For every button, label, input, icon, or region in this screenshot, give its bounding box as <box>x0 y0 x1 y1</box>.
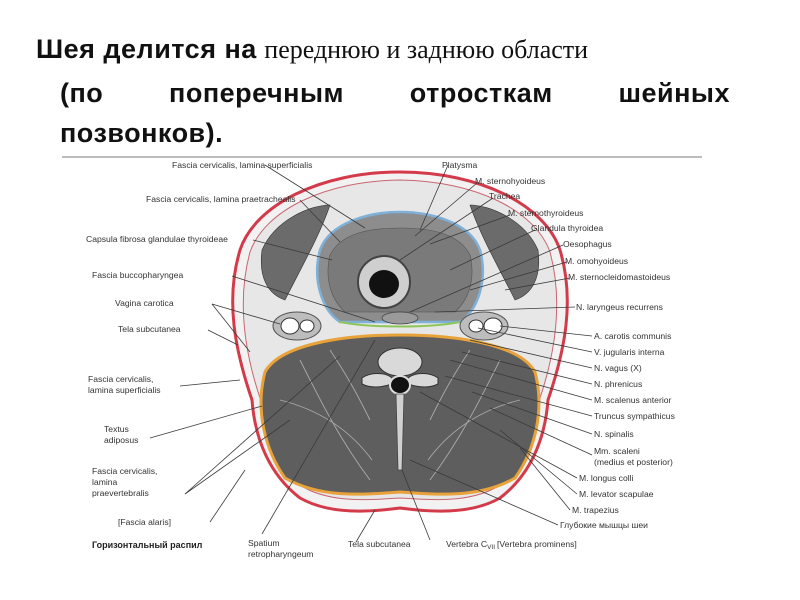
label-truncus-sympathicus: Truncus sympathicus <box>594 411 675 421</box>
label-trachea: Trachea <box>489 191 520 201</box>
label-textus-adiposus-1: Textus <box>104 424 129 434</box>
heading-word: отросткам <box>409 78 553 108</box>
label-m-scalenus-anterior: M. scalenus anterior <box>594 395 672 405</box>
label-a-carotis-communis: A. carotis communis <box>594 331 671 341</box>
label-m-sternohyoideus: M. sternohyoideus <box>475 176 545 186</box>
leader-lines <box>149 164 593 543</box>
label-m-trapezius: M. trapezius <box>572 505 619 515</box>
heading-line-1: Шея делится на переднюю и заднюю области <box>36 34 588 65</box>
label-m-omohyoideus: M. omohyoideus <box>565 256 628 266</box>
label-fascia-cervicalis-lamina-superficialis-top: Fascia cervicalis, lamina superficialis <box>172 160 312 170</box>
posterior-muscle-lines <box>279 349 521 481</box>
label-vertebra-part-2: [Vertebra prominens] <box>497 539 577 549</box>
neck-cross-section-figure: Fascia cervicalis, lamina superficialis … <box>86 160 675 559</box>
label-tela-subcutanea-left: Tela subcutanea <box>118 324 181 334</box>
heading-line-1-serif: переднюю и заднюю области <box>264 35 589 64</box>
label-m-sternothyroideus: M. sternothyroideus <box>508 208 583 218</box>
label-v-jugularis-interna: V. jugularis interna <box>594 347 665 357</box>
label-n-vagus: N. vagus (X) <box>594 363 642 373</box>
heading-line-1-bold: Шея делится на <box>36 34 257 64</box>
label-oesophagus: Oesophagus <box>563 239 612 249</box>
label-fascia-cervicalis-lateral-1: Fascia cervicalis, <box>88 374 153 384</box>
heading-divider <box>62 156 702 158</box>
label-n-spinalis: N. spinalis <box>594 429 634 439</box>
trachea-lumen <box>369 270 399 298</box>
label-fascia-buccopharyngea: Fascia buccopharyngea <box>92 270 183 280</box>
label-vertebra-c7: Vertebra CVII[Vertebra prominens] <box>446 539 577 551</box>
label-n-laryngeus-recurrens: N. laryngeus recurrens <box>576 302 663 312</box>
vertebra-c7 <box>361 347 439 471</box>
heading-word: (по <box>60 78 104 108</box>
heading-word: поперечным <box>169 78 345 108</box>
carotid-sheath-left <box>272 311 322 341</box>
label-vertebra-subscript: VII <box>487 544 495 551</box>
oesophagus <box>381 311 419 325</box>
label-capsula-fibrosa: Capsula fibrosa glandulae thyroideae <box>86 234 228 244</box>
label-fascia-alaris: [Fascia alaris] <box>118 517 171 527</box>
label-spatium-1: Spatium <box>248 538 280 548</box>
label-m-longus-colli: M. longus colli <box>579 473 634 483</box>
label-vertebra-part-1: Vertebra C <box>446 539 487 549</box>
label-fascia-praevertebralis-1: Fascia cervicalis, <box>92 466 157 476</box>
label-n-phrenicus: N. phrenicus <box>594 379 642 389</box>
heading-word: шейных <box>618 78 730 108</box>
heading-line-2: (по поперечным отросткам шейных <box>60 78 730 109</box>
label-mm-scaleni-2: (medius et posterior) <box>594 457 673 467</box>
figure-caption: Горизонтальный распил <box>92 540 203 550</box>
visceral-fascia-green <box>339 321 461 328</box>
label-fascia-praevertebralis-3: praevertebralis <box>92 488 149 498</box>
label-platysma: Platysma <box>442 160 478 170</box>
label-glubokie-myshcy-shei: Глубокие мышцы шеи <box>560 520 648 530</box>
label-m-levator-scapulae: M. levator scapulae <box>579 489 654 499</box>
label-fascia-cervicalis-lateral-2: lamina superficialis <box>88 385 161 395</box>
sternocleidomastoid-left <box>260 204 331 301</box>
slide-heading: Шея делится на переднюю и заднюю области… <box>0 0 800 160</box>
label-glandula-thyroidea: Glandula thyroidea <box>531 223 603 233</box>
label-mm-scaleni-1: Mm. scaleni <box>594 446 640 456</box>
label-vagina-carotica: Vagina carotica <box>115 298 174 308</box>
heading-line-3: позвонков). <box>60 118 224 148</box>
label-fascia-praevertebralis-2: lamina <box>92 477 118 487</box>
label-fascia-cervicalis-lamina-praetrachealis: Fascia cervicalis, lamina praetrachealis <box>146 194 296 204</box>
label-m-sternocleidomastoideus: M. sternocleidomastoideus <box>568 272 670 282</box>
label-spatium-2: retropharyngeum <box>248 549 313 559</box>
label-textus-adiposus-2: adiposus <box>104 435 138 445</box>
label-tela-subcutanea-bottom: Tela subcutanea <box>348 539 411 549</box>
